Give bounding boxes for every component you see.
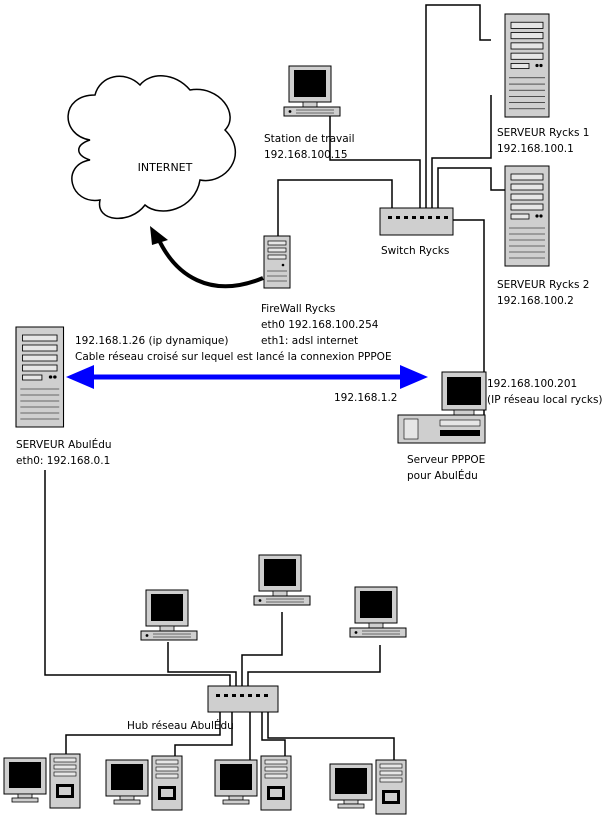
server-rycks-1-ip: 192.168.100.1 <box>497 143 574 155</box>
abuledu-server-tower <box>15 326 65 428</box>
crossover-cable-label: Cable réseau croisé sur lequel est lancé… <box>75 351 392 363</box>
hub-workstation-right <box>349 586 407 638</box>
abuledu-ip-dynamic: 192.168.1.26 (ip dynamique) <box>75 335 229 347</box>
workstation-name: Station de travail <box>264 133 355 145</box>
server-rycks-2-ip: 192.168.100.2 <box>497 295 574 307</box>
cable-pc2-hub <box>174 712 233 760</box>
bottom-pc-3 <box>214 755 292 811</box>
cable-pc1-hub <box>65 712 221 758</box>
abuledu-server-eth0: eth0: 192.168.0.1 <box>16 455 111 467</box>
pppoe-server-computer <box>397 371 487 444</box>
cable-ws2-hub <box>241 612 283 688</box>
abuledu-server-name: SERVEUR AbulÉdu <box>16 439 112 451</box>
switch-device <box>379 207 454 236</box>
server-rycks-2-name: SERVEUR Rycks 2 <box>497 279 590 291</box>
internet-cloud: INTERNET <box>67 75 237 219</box>
cable-server1-switch-2 <box>431 95 492 210</box>
firewall-eth0: eth0 192.168.100.254 <box>261 319 379 331</box>
cable-workstation-switch <box>329 110 421 210</box>
hub-device <box>207 685 279 713</box>
pppoe-ip: 192.168.1.2 <box>334 392 398 404</box>
cable-pc5-hub <box>267 712 395 762</box>
pppoe-lan-ip-note: (IP réseau local rycks) <box>487 394 603 406</box>
workstation-computer <box>283 65 341 117</box>
pppoe-lan-ip: 192.168.100.201 <box>487 378 578 390</box>
cable-ws3-hub <box>247 645 381 688</box>
internet-label: INTERNET <box>138 161 193 174</box>
bottom-pc-1 <box>3 753 81 809</box>
cable-firewall-switch <box>277 179 393 236</box>
server-rycks-1-tower <box>504 13 550 118</box>
hub-workstation-left <box>140 589 198 641</box>
switch-name: Switch Rycks <box>381 245 450 257</box>
hub-name: Hub réseau AbulÉdu <box>127 720 234 732</box>
crossover-cable-arrow <box>66 365 428 389</box>
cable-abuledu-hub <box>44 470 231 688</box>
cable-pc4-hub <box>261 712 286 760</box>
cable-server2-switch <box>437 167 505 210</box>
workstation-ip: 192.168.100.15 <box>264 149 348 161</box>
cables <box>44 4 505 762</box>
server-rycks-1-name: SERVEUR Rycks 1 <box>497 127 590 139</box>
firewall-eth1: eth1: adsl internet <box>261 335 359 347</box>
pppoe-name-line1: Serveur PPPOE <box>407 454 486 466</box>
server-rycks-2-tower <box>504 165 550 267</box>
bottom-pc-2 <box>105 755 183 811</box>
firewall-tower <box>263 235 291 289</box>
internet-link-arrow <box>150 226 264 289</box>
cable-ws1-hub <box>167 642 237 688</box>
firewall-name: FireWall Rycks <box>261 303 336 315</box>
pppoe-name-line2: pour AbulÉdu <box>407 470 478 482</box>
hub-workstation-middle <box>253 554 311 606</box>
cable-server1-switch <box>425 4 491 210</box>
bottom-pc-4 <box>329 759 407 815</box>
